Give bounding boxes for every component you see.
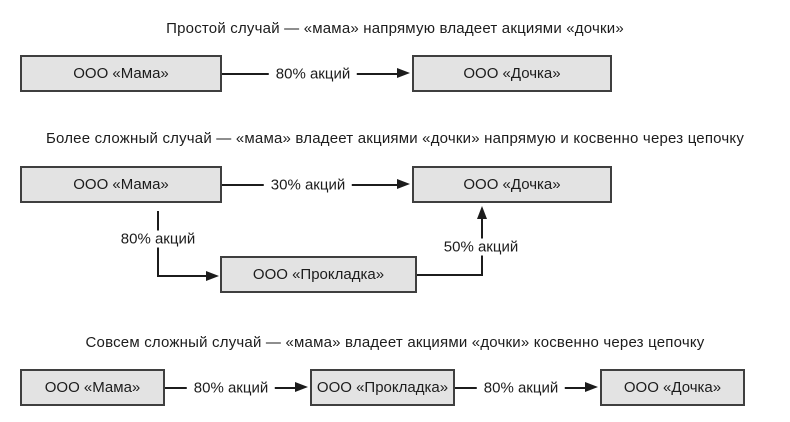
- section-2-branch-right-line: [157, 275, 207, 277]
- section-2-return-arrowhead-up-icon: [477, 206, 487, 219]
- section-3-node-prokladka: ООО «Прокладка»: [310, 369, 455, 406]
- section-3-node-dochka: ООО «Дочка»: [600, 369, 745, 406]
- section-2-title: Более сложный случай — «мама» владеет ак…: [45, 130, 745, 147]
- section-3-title: Совсем сложный случай — «мама» владеет а…: [85, 334, 705, 351]
- section-2-node-dochka: ООО «Дочка»: [412, 166, 612, 203]
- section-1-arrowhead-right-icon: [397, 68, 410, 78]
- section-2-direct-arrowhead-right-icon: [397, 179, 410, 189]
- section-2-branch-edge-label: 80% акций: [113, 230, 203, 248]
- section-2-direct-edge-label: 30% акций: [263, 176, 353, 194]
- section-3-edge1-arrowhead-right-icon: [295, 382, 308, 392]
- section-1-edge-label: 80% акций: [268, 65, 358, 83]
- section-2-return-edge-label: 50% акций: [436, 238, 526, 256]
- section-3-edge2-label: 80% акций: [476, 379, 566, 397]
- section-3-edge1-label: 80% акций: [186, 379, 276, 397]
- section-1-node-mama: ООО «Мама»: [20, 55, 222, 92]
- section-1-node-dochka: ООО «Дочка»: [412, 55, 612, 92]
- section-2-node-mama: ООО «Мама»: [20, 166, 222, 203]
- section-2-branch-arrowhead-right-icon: [206, 271, 219, 281]
- section-3-edge2-arrowhead-right-icon: [585, 382, 598, 392]
- section-3-node-mama: ООО «Мама»: [20, 369, 165, 406]
- section-2-node-prokladka: ООО «Прокладка»: [220, 256, 417, 293]
- section-2-return-right-line: [417, 274, 483, 276]
- section-1-title: Простой случай — «мама» напрямую владеет…: [166, 20, 624, 37]
